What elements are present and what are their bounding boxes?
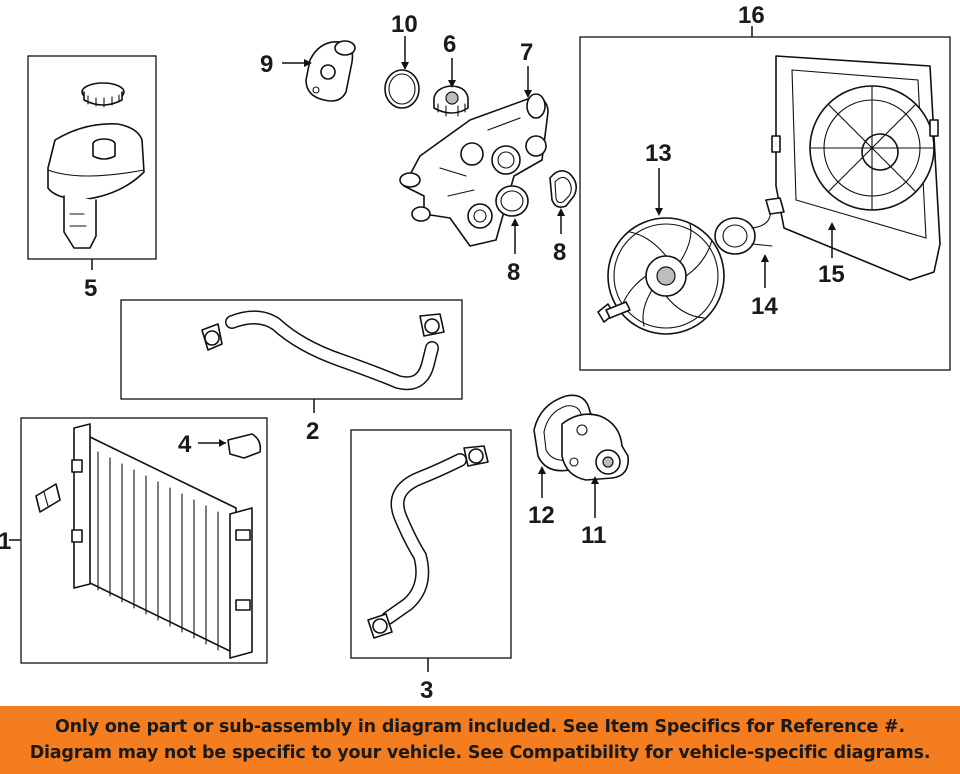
fan-shroud-part	[771, 55, 941, 281]
callout-6: 6	[443, 31, 456, 58]
callout-15: 15	[818, 261, 845, 288]
callout-3: 3	[420, 677, 433, 704]
callout-13: 13	[645, 140, 672, 167]
callout-12: 12	[528, 502, 555, 529]
gasket-part-a	[495, 185, 529, 217]
callout-11: 11	[581, 522, 606, 549]
lower-hose-part	[367, 445, 489, 639]
parts-diagram: 1 2 3 4 5 6 7 8 8 9 10 11 12 13 14 15 16	[0, 2, 951, 704]
notice-banner: Only one part or sub-assembly in diagram…	[0, 706, 960, 774]
coolant-reservoir-part	[47, 82, 145, 249]
fan-bolt-part	[597, 301, 631, 323]
fan-assembly-box	[579, 36, 951, 371]
bracket-part	[227, 433, 262, 459]
callout-7: 7	[520, 39, 533, 66]
housing-cover-part	[305, 40, 356, 102]
notice-line-1: Only one part or sub-assembly in diagram…	[55, 717, 905, 737]
water-pump-part	[561, 413, 629, 481]
thermostat-part	[433, 85, 469, 117]
o-ring-part	[384, 69, 420, 109]
callout-9: 9	[260, 51, 273, 78]
leader-lines	[9, 26, 836, 672]
callout-4: 4	[178, 431, 192, 458]
fan-motor-part	[714, 197, 785, 255]
callout-10: 10	[391, 11, 418, 38]
callout-1: 1	[0, 528, 11, 555]
callout-8a: 8	[507, 259, 520, 286]
upper-hose-part	[201, 310, 445, 391]
callout-5: 5	[84, 275, 97, 302]
fan-blade-part	[607, 217, 725, 335]
notice-line-2: Diagram may not be specific to your vehi…	[29, 743, 931, 763]
lower-hose-box	[350, 429, 512, 659]
callout-14: 14	[751, 293, 778, 320]
callout-8b: 8	[553, 239, 566, 266]
radiator-part	[35, 423, 253, 659]
callout-2: 2	[306, 418, 319, 445]
upper-hose-box	[120, 299, 463, 400]
callout-16: 16	[738, 2, 765, 29]
water-outlet-housing-part	[399, 93, 549, 247]
gasket-part-b	[549, 170, 578, 208]
